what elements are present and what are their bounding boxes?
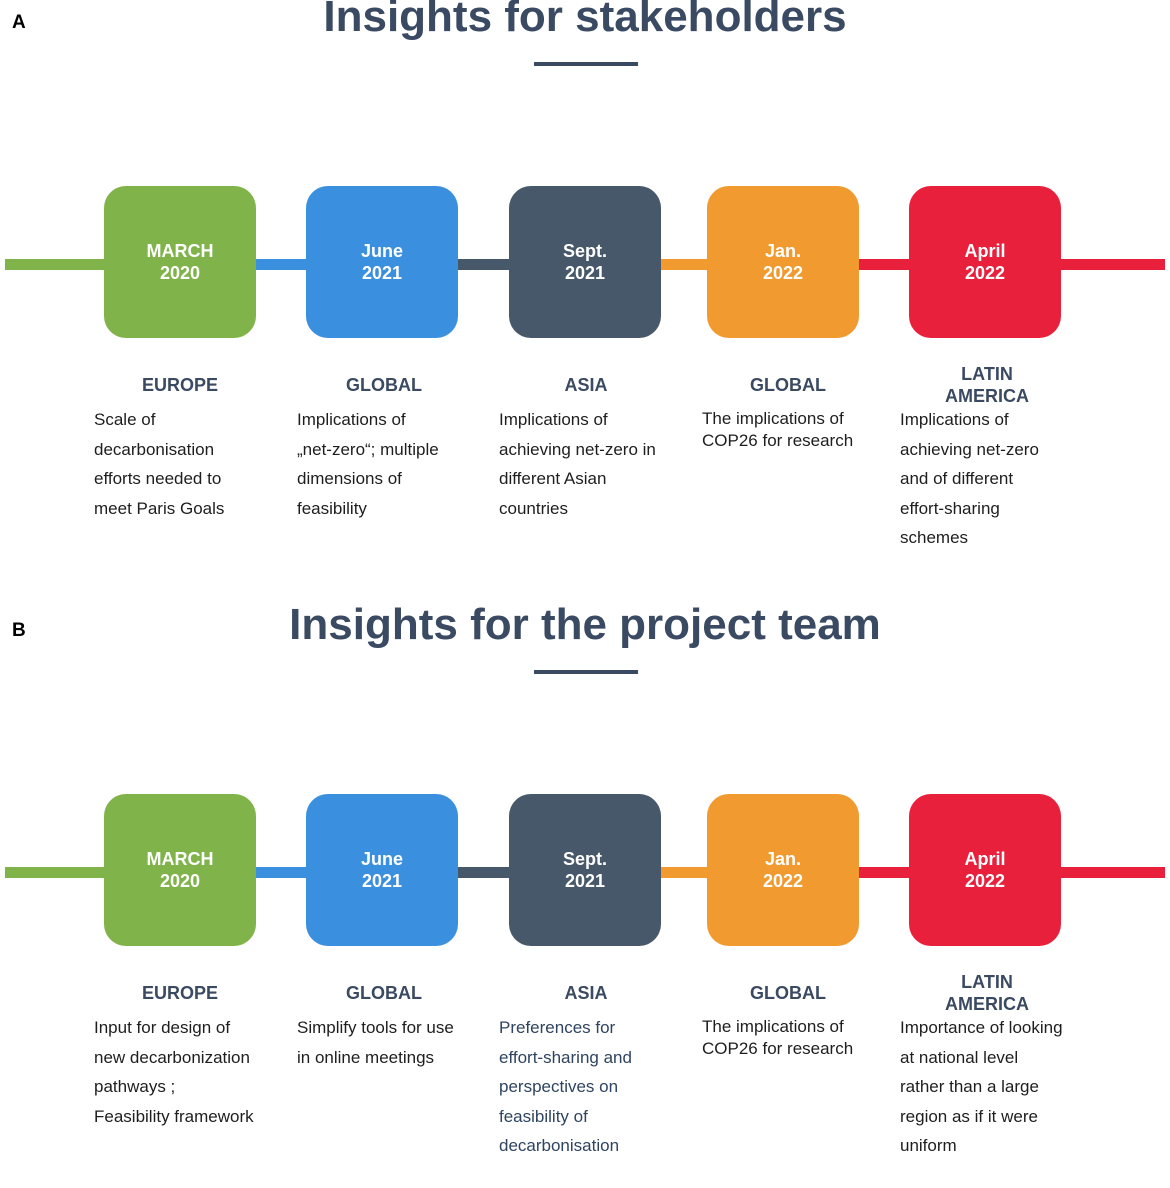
milestone-region: ASIA — [564, 983, 608, 1003]
timeline-segment-green — [5, 867, 120, 878]
milestone-month: Sept. — [562, 241, 607, 261]
milestone-description: Input for design of new decarbonization … — [94, 1018, 254, 1126]
milestone-month: April — [964, 849, 1006, 869]
milestone-month: Sept. — [562, 849, 607, 869]
milestone-year: 2020 — [159, 871, 201, 891]
timeline-segment-slate — [452, 867, 522, 878]
timeline-segment-orange — [654, 867, 720, 878]
milestone-box-sept-2021: Sept.2021 — [509, 794, 661, 946]
milestone-region: GLOBAL — [346, 375, 422, 395]
milestone-year: 2022 — [762, 263, 804, 283]
title-underline — [534, 62, 638, 66]
milestone-year: 2021 — [564, 871, 606, 891]
milestone-description: Simplify tools for use in online meeting… — [297, 1018, 454, 1067]
milestone-year: 2022 — [964, 871, 1006, 891]
milestone-year: 2021 — [564, 263, 606, 283]
milestone-description: Scale of decarbonisation efforts needed … — [94, 410, 225, 518]
panel-letter: A — [12, 12, 26, 33]
milestone-month: June — [360, 849, 403, 869]
milestone-region: GLOBAL — [750, 983, 826, 1003]
timeline-segment-blue — [250, 867, 320, 878]
milestone-month: Jan. — [764, 241, 802, 261]
milestone-region: GLOBAL — [346, 983, 422, 1003]
region-line: AMERICA — [945, 994, 1029, 1014]
milestone-month: June — [360, 241, 403, 261]
milestone-region: EUROPE — [141, 375, 219, 395]
panel-title: Insights for stakeholders — [323, 0, 847, 41]
region-line: LATIN — [961, 972, 1013, 992]
milestone-description: Implications of achieving net-zero in di… — [499, 410, 656, 518]
timeline-segment-orange — [654, 259, 720, 270]
milestone-description: Implications of „net-zero“; multiple dim… — [297, 410, 439, 518]
milestone-description: Importance of looking at national level … — [900, 1018, 1063, 1155]
milestone-year: 2021 — [361, 871, 403, 891]
milestone-year: 2020 — [159, 263, 201, 283]
milestone-box-sept-2021: Sept.2021 — [509, 186, 661, 338]
timeline-segment-slate — [452, 259, 522, 270]
milestone-box-jan-2022: Jan.2022 — [707, 186, 859, 338]
milestone-region: GLOBAL — [750, 375, 826, 395]
milestone-month: MARCH — [146, 241, 214, 261]
milestone-box-jan-2022: Jan.2022 — [707, 794, 859, 946]
milestone-region: EUROPE — [141, 983, 219, 1003]
panel-title: Insights for the project team — [289, 600, 881, 649]
region-line: AMERICA — [945, 386, 1029, 406]
milestone-description: Implications of achieving net-zero and o… — [900, 410, 1039, 547]
milestone-description: The implications of COP26 for research — [702, 409, 854, 450]
region-line: LATIN — [961, 364, 1013, 384]
milestone-description: Preferences for effort-sharing and persp… — [499, 1018, 632, 1155]
milestone-year: 2021 — [361, 263, 403, 283]
milestone-description: The implications of COP26 for research — [702, 1017, 854, 1058]
milestone-region: ASIA — [564, 375, 608, 395]
milestone-month: MARCH — [146, 849, 214, 869]
milestone-month: Jan. — [764, 849, 802, 869]
timeline-segment-green — [5, 259, 120, 270]
panel-letter: B — [12, 620, 26, 641]
milestone-month: April — [964, 241, 1006, 261]
timeline-segment-blue — [250, 259, 320, 270]
title-underline — [534, 670, 638, 674]
milestone-year: 2022 — [964, 263, 1006, 283]
milestone-year: 2022 — [762, 871, 804, 891]
